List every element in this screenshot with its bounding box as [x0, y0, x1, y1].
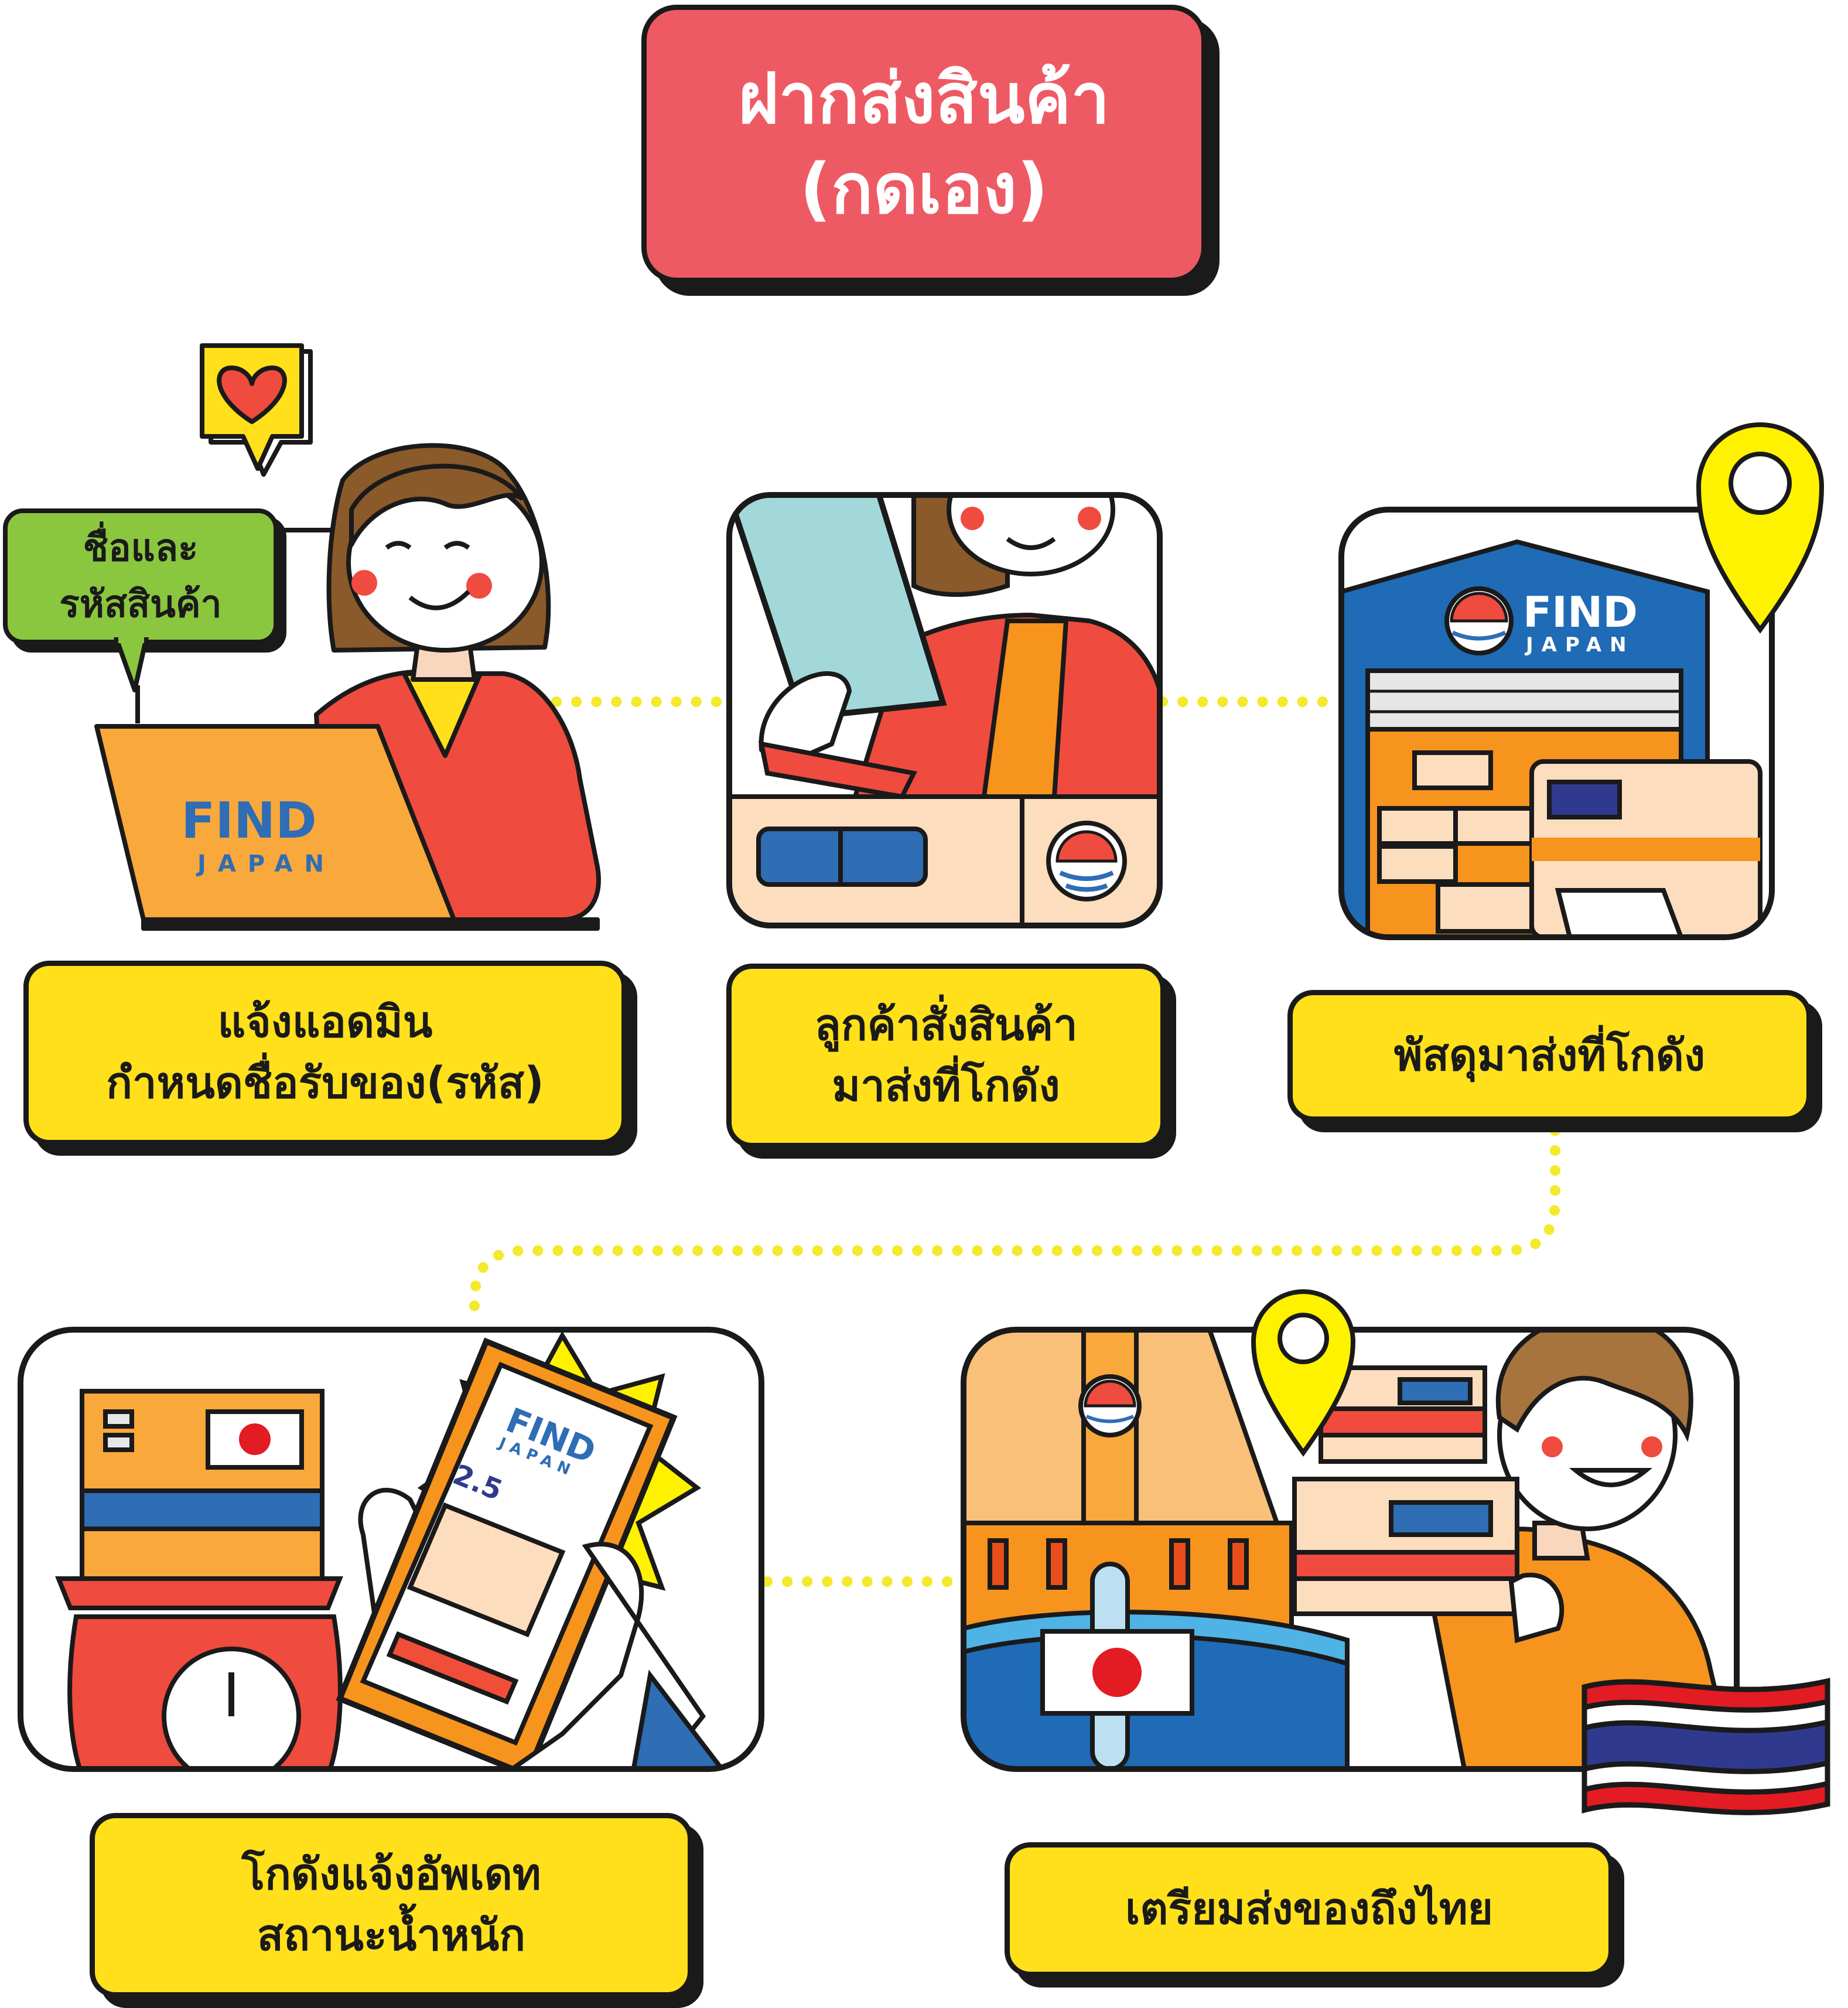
laptop-logo-sub: JAPAN: [196, 851, 336, 877]
panel-order-illustration: [726, 492, 1163, 928]
panel-warehouse-illustration: FIND JAPAN: [1338, 422, 1825, 940]
step-label-ship-to-thailand: เตรียมส่งของถึงไทย: [1005, 1842, 1614, 1977]
step-4-line1: โกดังแจ้งอัพเดท: [241, 1849, 541, 1900]
warehouse-logo-name: FIND: [1523, 588, 1638, 637]
step-5-line1: เตรียมส่งของถึงไทย: [1125, 1884, 1493, 1935]
smartphone-icon: FIND JAPAN 2.5: [336, 1337, 678, 1769]
speech-bubble-line2: รหัสสินค้า: [59, 583, 222, 626]
step-1-line1: แจ้งแอดมิน: [217, 996, 433, 1047]
page-title: ฝากส่งสินค้า (กดเอง): [641, 5, 1207, 283]
location-pin-icon: [1696, 422, 1825, 634]
laptop-logo-name: FIND: [181, 792, 316, 850]
step-label-parcel-arrives: พัสดุมาส่งที่โกดัง: [1287, 990, 1812, 1122]
laptop-icon: FIND JAPAN: [94, 724, 600, 931]
step-3-line1: พัสดุมาส่งที่โกดัง: [1393, 1030, 1706, 1081]
speech-bubble-product-code: ชื่อและ รหัสสินค้า: [3, 508, 278, 644]
location-pin-icon-2: [1251, 1289, 1356, 1457]
warehouse-icon: FIND JAPAN: [1341, 539, 1762, 937]
speech-bubble-tail: [114, 637, 149, 692]
step-label-customer-order: ลูกค้าสั่งสินค้า มาส่งที่โกดัง: [726, 964, 1166, 1148]
warehouse-logo-sub: JAPAN: [1525, 633, 1635, 657]
step-2-line1: ลูกค้าสั่งสินค้า: [814, 999, 1078, 1050]
step-label-weight-update: โกดังแจ้งอัพเดท สถานะน้ำหนัก: [90, 1813, 693, 1997]
find-japan-logo-icon: [1046, 821, 1127, 901]
panel-shipping-illustration: [961, 1289, 1830, 1815]
speech-bubble-line1: ชื่อและ: [83, 527, 199, 570]
step-4-line2: สถานะน้ำหนัก: [257, 1910, 526, 1961]
step-label-notify-admin: แจ้งแอดมิน กำหนดชื่อรับของ(รหัส): [23, 961, 627, 1145]
heart-icon: [200, 343, 313, 477]
scale-icon: [55, 1576, 343, 1769]
panel-admin-illustration: FIND JAPAN: [94, 343, 601, 931]
page-title-line1: ฝากส่งสินค้า: [738, 58, 1110, 139]
tablet-icon: [729, 495, 947, 721]
thailand-flag-icon: [1581, 1678, 1830, 1815]
panel-weight-illustration: FIND JAPAN 2.5: [18, 1327, 764, 1772]
japan-flag-icon-ship: [1040, 1629, 1194, 1716]
japan-flag-icon: [206, 1409, 304, 1470]
connector-dotted-lines: [469, 696, 1560, 1587]
page-title-line2: (กดเอง): [800, 148, 1048, 229]
step-2-line2: มาส่งที่โกดัง: [832, 1060, 1060, 1111]
step-1-line2: กำหนดชื่อรับของ(รหัส): [106, 1057, 544, 1108]
